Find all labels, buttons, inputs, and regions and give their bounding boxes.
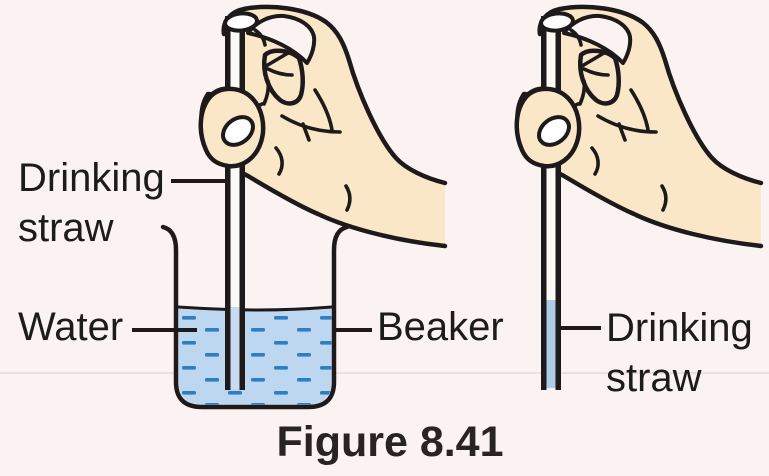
- page-fold-line: [0, 372, 769, 374]
- figure-caption: Figure 8.41: [276, 418, 504, 466]
- right-illustration-hand-straw-water: [517, 7, 761, 390]
- label-beaker: Beaker: [377, 305, 504, 349]
- right-straw-icon: [541, 16, 561, 390]
- label-water: Water: [18, 305, 124, 349]
- label-drinking-straw-right: Drinking straw: [606, 306, 753, 400]
- water-dashes: [178, 308, 332, 405]
- left-illustration-hand-straw-beaker: [160, 7, 445, 410]
- water-in-straw: [546, 300, 556, 388]
- water-surface-line: [176, 305, 334, 312]
- beaker-outline: [160, 224, 350, 410]
- label-drinking-straw-left: Drinking straw: [18, 156, 165, 250]
- left-straw-icon: [225, 16, 245, 390]
